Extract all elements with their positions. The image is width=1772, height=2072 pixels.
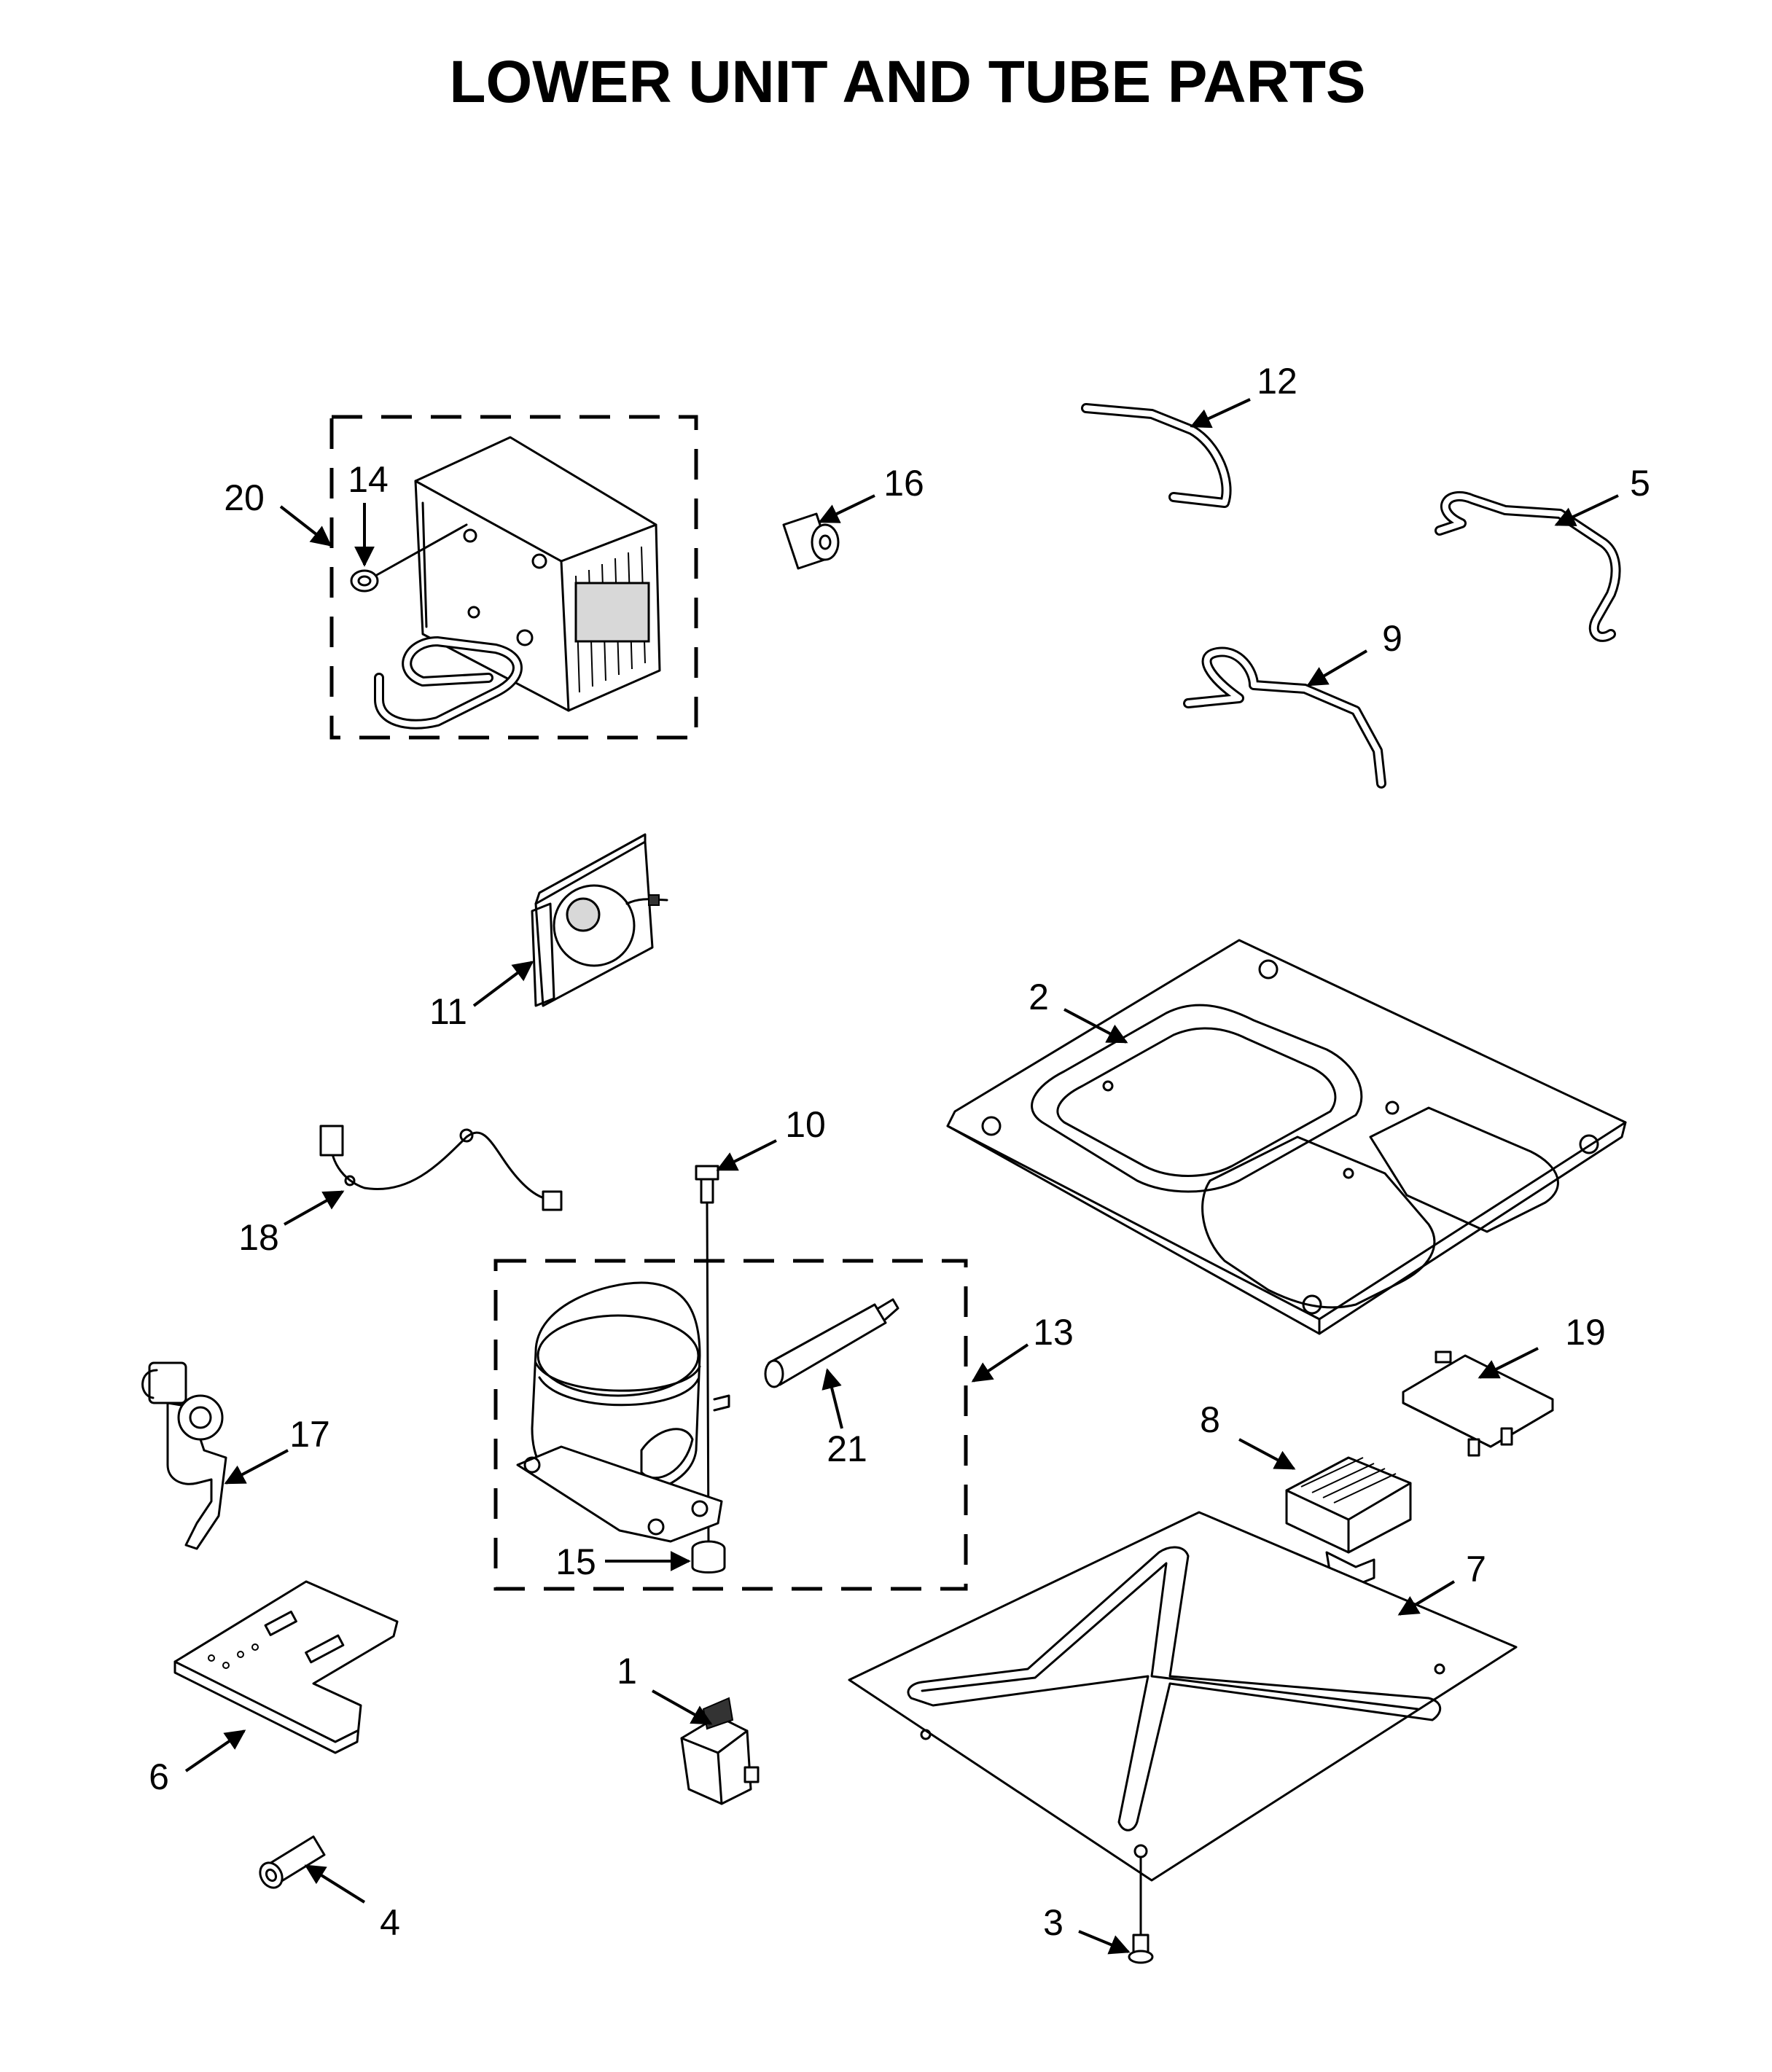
part-16-sleeve: [782, 512, 840, 570]
callout-13: 13: [1033, 1312, 1074, 1353]
part-4-sleeve: [259, 1835, 326, 1889]
part-2-base-pan: [946, 939, 1627, 1335]
callout-6: 6: [149, 1756, 169, 1797]
part-11-fan: [531, 833, 668, 1007]
part-3-screw: [1128, 1857, 1154, 1964]
page-title: LOWER UNIT AND TUBE PARTS: [449, 49, 1365, 115]
callout-11: 11: [429, 991, 467, 1032]
callout-18: 18: [238, 1217, 279, 1258]
callout-21: 21: [827, 1428, 867, 1469]
callout-labels: 20 14 16 12 5 9 11 2 10 18 13 21 19 8 17…: [149, 361, 1650, 1943]
callout-20: 20: [224, 477, 265, 518]
part-18-harness: [319, 1125, 563, 1211]
callout-2: 2: [1029, 977, 1049, 1017]
part-9-tube: [1183, 646, 1386, 789]
part-7-floor-pan: [848, 1511, 1518, 1882]
part-17-valve: [141, 1361, 227, 1550]
part-1-relay: [680, 1697, 760, 1805]
part-6-bracket: [173, 1580, 399, 1754]
callout-1: 1: [617, 1651, 637, 1692]
part-12-tube: [1081, 403, 1232, 508]
callout-4: 4: [380, 1902, 400, 1943]
callout-5: 5: [1630, 463, 1650, 504]
callout-17: 17: [289, 1414, 330, 1455]
callout-3: 3: [1043, 1902, 1063, 1943]
callout-8: 8: [1200, 1399, 1220, 1440]
callout-10: 10: [785, 1104, 826, 1145]
callout-7: 7: [1466, 1549, 1486, 1590]
callout-14: 14: [348, 459, 389, 500]
callout-12: 12: [1257, 361, 1297, 402]
assembly-13-compressor: [493, 1259, 968, 1591]
leader-lines: [184, 398, 1619, 1955]
callout-19: 19: [1565, 1312, 1606, 1353]
callout-9: 9: [1382, 618, 1402, 659]
callout-15: 15: [555, 1541, 596, 1582]
callout-16: 16: [883, 463, 924, 504]
assembly-20-evaporator: [329, 415, 698, 740]
part-19-board: [1402, 1350, 1554, 1457]
part-5-tube: [1435, 490, 1621, 642]
